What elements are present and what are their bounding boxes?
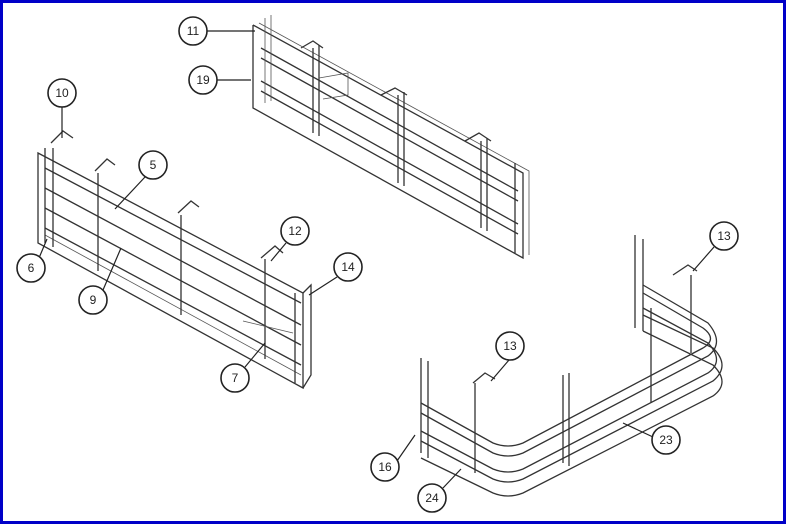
svg-text:14: 14 <box>341 260 355 274</box>
svg-text:16: 16 <box>378 460 392 474</box>
callout-11: 11 <box>178 16 208 46</box>
rear-side-panel <box>252 15 530 260</box>
callout-23: 23 <box>651 425 681 455</box>
callout-9: 9 <box>78 285 108 315</box>
svg-text:5: 5 <box>150 158 157 172</box>
assembly-drawing: 11 19 10 5 12 14 6 9 7 13 13 23 16 24 <box>16 15 739 513</box>
callout-14: 14 <box>333 252 363 282</box>
corner-rail-panel <box>420 235 723 497</box>
leader-lines <box>38 30 715 489</box>
svg-text:6: 6 <box>28 261 35 275</box>
svg-text:23: 23 <box>659 433 673 447</box>
svg-text:7: 7 <box>232 371 239 385</box>
callout-13-left: 13 <box>495 331 525 361</box>
callout-7: 7 <box>220 363 250 393</box>
front-side-panel <box>37 130 312 390</box>
svg-text:13: 13 <box>503 339 517 353</box>
svg-text:10: 10 <box>55 86 69 100</box>
svg-text:11: 11 <box>187 24 200 38</box>
callout-6: 6 <box>16 253 46 283</box>
svg-text:9: 9 <box>90 293 97 307</box>
callout-19: 19 <box>188 65 218 95</box>
svg-text:19: 19 <box>196 73 210 87</box>
callout-12: 12 <box>280 216 310 246</box>
svg-text:12: 12 <box>288 224 302 238</box>
callout-16: 16 <box>370 452 400 482</box>
callout-10: 10 <box>47 78 77 108</box>
callout-13-right: 13 <box>709 221 739 251</box>
svg-text:13: 13 <box>717 229 731 243</box>
callout-24: 24 <box>417 483 447 513</box>
callout-5: 5 <box>138 150 168 180</box>
svg-text:24: 24 <box>425 491 439 505</box>
